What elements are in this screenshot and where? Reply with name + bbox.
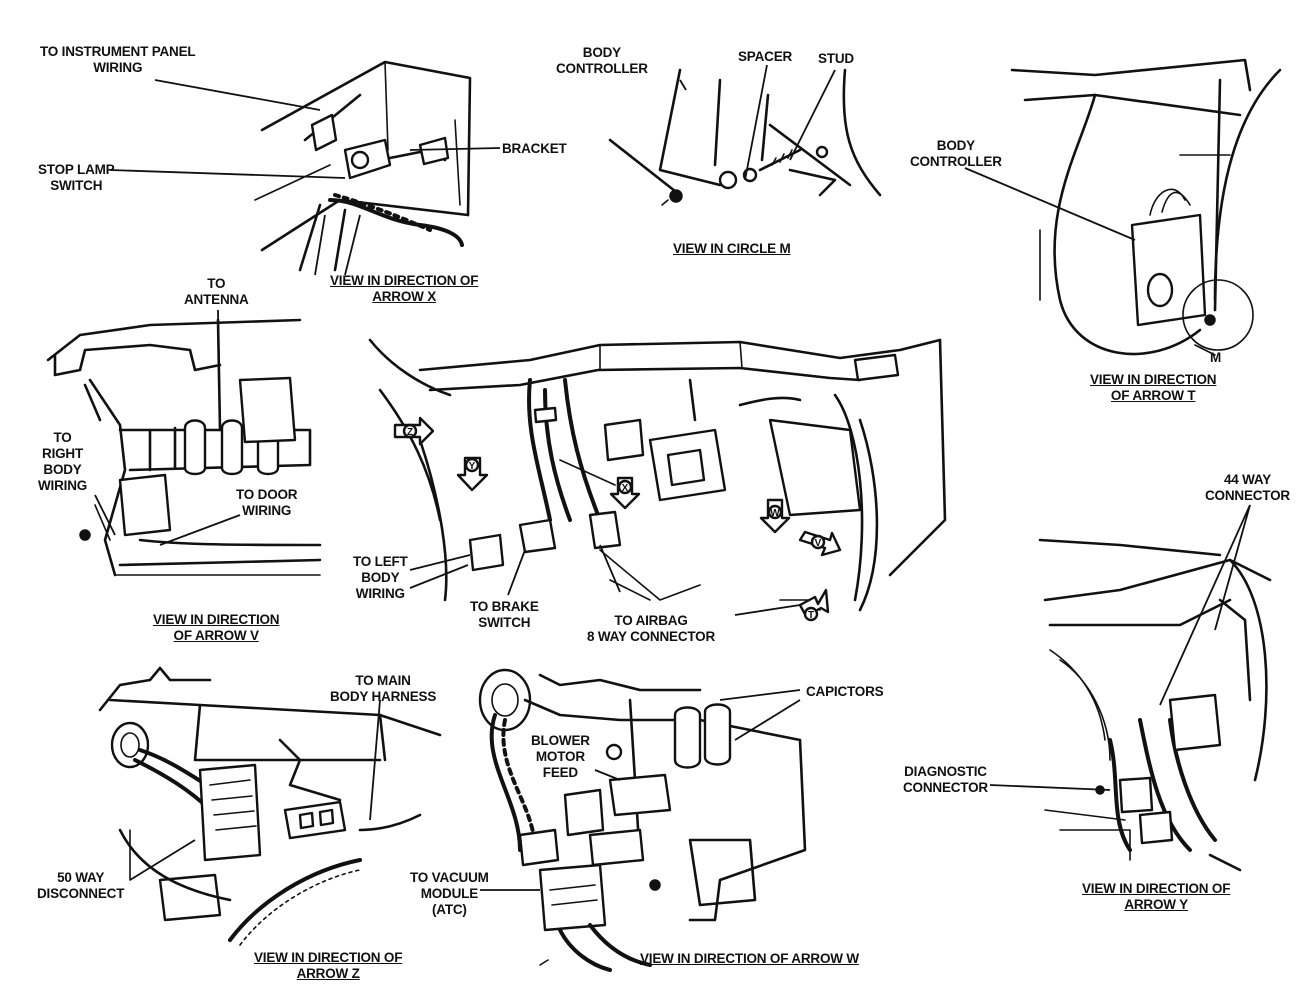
arrow-label-t: T [808,610,814,621]
label-to-right-body-wiring: TO RIGHT BODY WIRING [38,430,88,493]
view-w-illustration [478,668,807,972]
label-to-antenna: TO ANTENNA [184,276,249,307]
arrow-marker-w: W [759,498,791,534]
arrow-label-v: V [815,538,822,549]
label-to-airbag-connector: TO AIRBAG 8 WAY CONNECTOR [587,613,716,644]
label-to-left-body-wiring: TO LEFT BODY WIRING [353,554,408,601]
label-diagnostic-connector: DIAGNOSTIC CONNECTOR [903,764,988,795]
view-v-illustration [46,318,322,577]
caption-view-arrow-t: VIEW IN DIRECTION OF ARROW T [1090,372,1217,403]
view-z-illustration [98,666,442,946]
label-to-main-body-harness: TO MAIN BODY HARNESS [330,673,437,704]
label-capictors: CAPICTORS [806,684,884,699]
label-to-brake-switch: TO BRAKE SWITCH [470,599,539,630]
label-to-door-wiring: TO DOOR WIRING [236,487,298,518]
caption-view-circle-m: VIEW IN CIRCLE M [673,241,791,256]
caption-view-arrow-w: VIEW IN DIRECTION OF ARROW W [640,951,859,966]
caption-view-arrow-z: VIEW IN DIRECTION OF ARROW Z [254,950,403,981]
arrow-markers: Z Y X W V T [393,416,842,622]
caption-view-arrow-x: VIEW IN DIRECTION OF ARROW X [330,273,479,304]
label-50-way-disconnect: 50 WAY DISCONNECT [37,870,125,901]
arrow-label-y: Y [469,461,476,472]
label-circle-m-marker: M [1210,350,1222,365]
label-44-way-connector: 44 WAY CONNECTOR [1205,472,1290,503]
arrow-marker-y: Y [456,456,489,492]
label-instrument-panel-wiring: TO INSTRUMENT PANEL WIRING [40,44,196,75]
arrow-marker-t: T [798,588,830,622]
arrow-marker-z: Z [393,416,435,446]
label-body-controller-t: BODY CONTROLLER [910,138,1002,169]
view-m-illustration [608,68,882,206]
label-blower-motor-feed: BLOWER MOTOR FEED [531,733,590,780]
caption-view-arrow-y: VIEW IN DIRECTION OF ARROW Y [1082,881,1231,912]
caption-view-arrow-v: VIEW IN DIRECTION OF ARROW V [153,612,280,643]
arrow-label-z: Z [407,427,413,438]
arrow-label-w: W [770,508,780,519]
leader-lines [94,64,1251,891]
view-t-illustration [1010,58,1282,356]
arrow-marker-x: X [609,476,641,510]
label-bracket: BRACKET [502,141,567,156]
arrow-label-x: X [622,483,629,494]
view-y-illustration [1038,538,1272,872]
label-stud: STUD [818,51,854,66]
label-stop-lamp-switch: STOP LAMP SWITCH [38,162,115,193]
view-x-illustration [254,60,472,272]
label-spacer: SPACER [738,49,793,64]
label-body-controller-m: BODY CONTROLLER [556,45,648,76]
label-to-vacuum-module: TO VACUUM MODULE (ATC) [410,870,489,917]
main-dash-illustration [368,338,947,612]
arrow-marker-v: V [798,530,842,557]
